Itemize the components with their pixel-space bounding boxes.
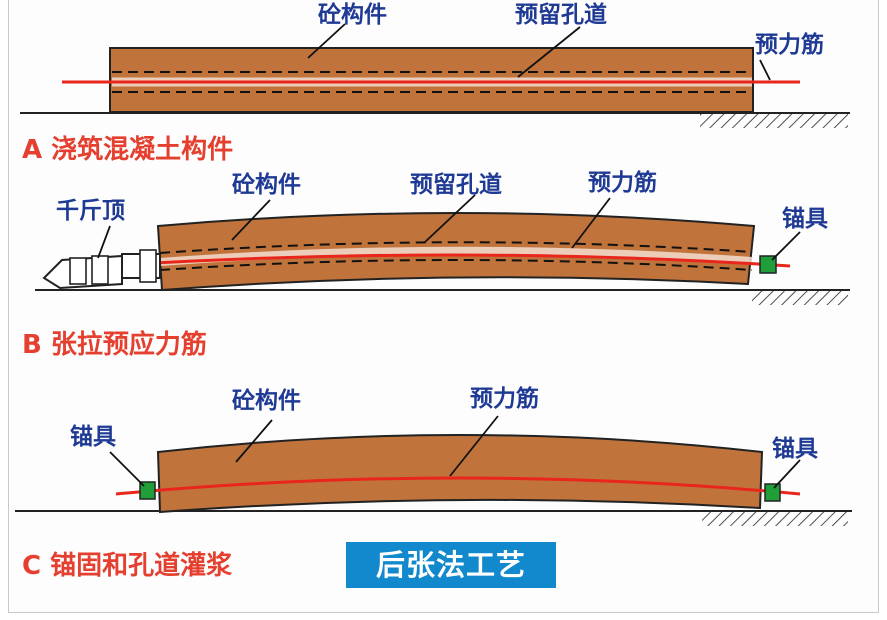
jack-icon <box>42 249 161 290</box>
panel-a: 砼构件 预留孔道 预力筋 A 浇筑混凝土构件 <box>20 1 850 165</box>
concrete-member-c <box>156 434 764 514</box>
label-anchor-c-left: 锚具 <box>70 424 116 450</box>
label-duct-a: 预留孔道 <box>515 1 607 28</box>
leader-member-a <box>307 23 346 59</box>
label-tendon-c: 预力筋 <box>470 385 539 412</box>
anchor-icon-b <box>759 255 777 274</box>
leader-jack-b <box>97 225 111 259</box>
label-member-b: 砼构件 <box>232 171 301 198</box>
leader-tendon-c <box>449 415 499 477</box>
leader-tendon-a <box>759 59 771 81</box>
label-member-c: 砼构件 <box>232 387 301 414</box>
duct-highlight-b <box>159 246 753 266</box>
tendon-c <box>115 476 801 496</box>
panel-b: 千斤顶 砼构件 预留孔道 预力筋 锚具 B 张拉预应力筋 <box>22 169 850 360</box>
duct-line-bottom-b <box>159 259 753 271</box>
leader-duct-b <box>424 194 476 243</box>
leader-member-c <box>235 419 273 463</box>
label-anchor-c-right: 锚具 <box>772 436 818 462</box>
leader-tendon-b <box>571 197 611 249</box>
support-hatch-b <box>752 291 848 305</box>
label-member-a: 砼构件 <box>318 1 387 28</box>
title-badge <box>346 542 556 588</box>
stage-c-caption: C 锚固和孔道灌浆 <box>22 550 233 581</box>
support-hatch-a <box>700 114 848 128</box>
leader-member-b <box>231 199 271 241</box>
tendon-b <box>99 253 791 268</box>
diagram-title: 后张法工艺 <box>375 548 526 582</box>
anchor-icon-c-right <box>764 483 781 502</box>
leader-anchor-b <box>771 231 801 261</box>
label-anchor-b: 锚具 <box>782 206 828 232</box>
stage-a-caption: A 浇筑混凝土构件 <box>22 134 233 165</box>
label-jack-b: 千斤顶 <box>56 198 125 224</box>
label-tendon-a: 预力筋 <box>755 31 824 58</box>
label-tendon-b: 预力筋 <box>588 169 657 196</box>
support-hatch-c <box>702 512 848 526</box>
leader-anchor-c-left <box>109 451 145 487</box>
anchor-icon-c-left <box>139 481 156 500</box>
leader-anchor-c-right <box>773 459 801 489</box>
panel-c: 锚具 砼构件 预力筋 锚具 C 锚固和孔道灌浆 <box>15 385 852 581</box>
stage-b-caption: B 张拉预应力筋 <box>22 329 207 360</box>
duct-line-top-b <box>159 241 753 254</box>
label-duct-b: 预留孔道 <box>410 171 502 198</box>
leader-duct-a <box>517 26 581 78</box>
